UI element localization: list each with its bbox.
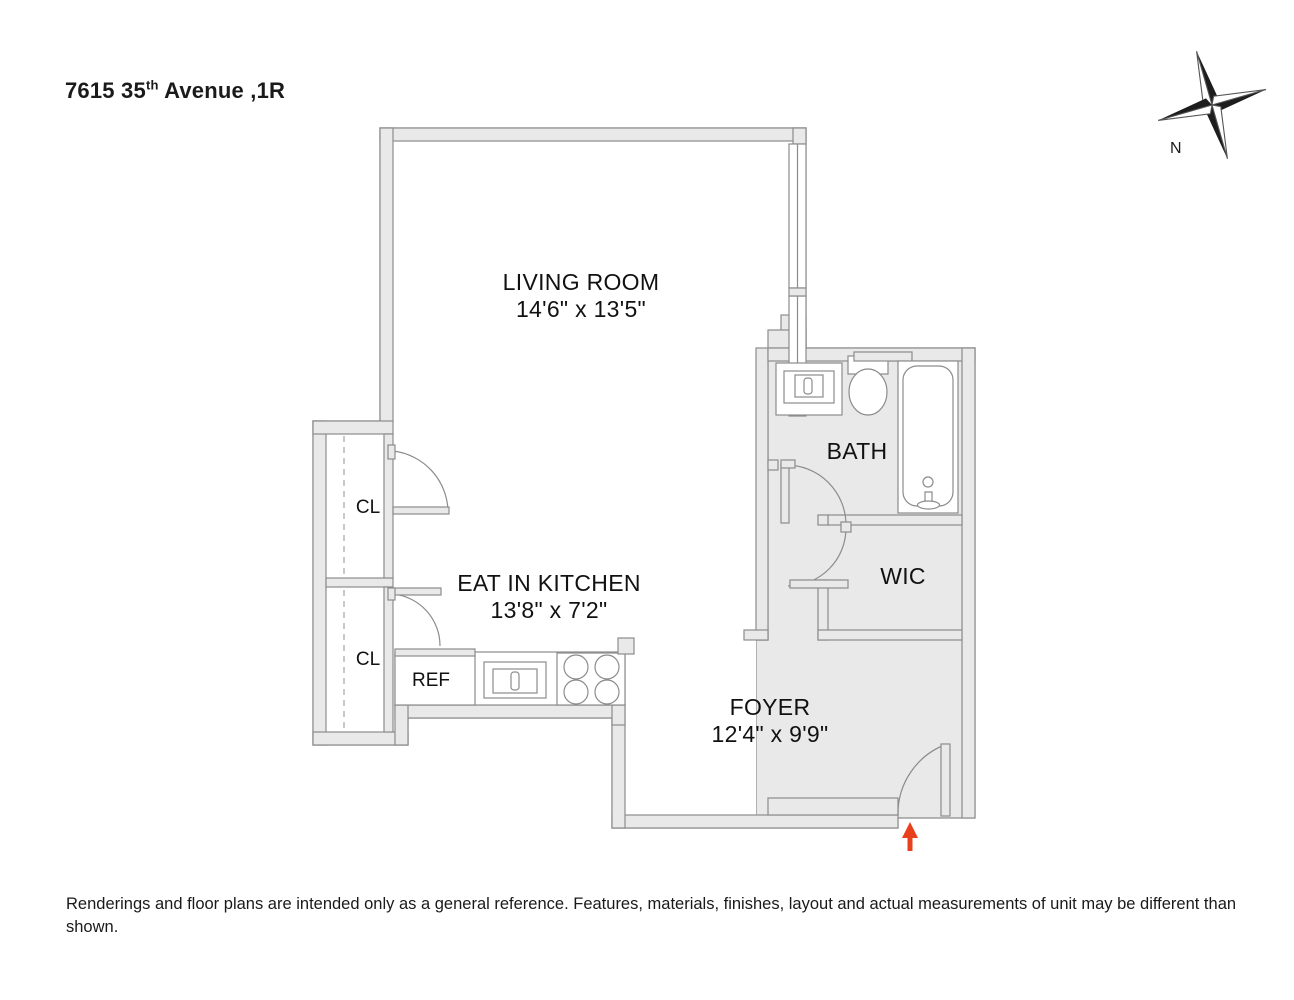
label-closet-lower: CL	[356, 649, 380, 670]
door-bath	[780, 459, 847, 526]
door-group	[387, 444, 951, 817]
disclaimer-text: Renderings and floor plans are intended …	[66, 895, 1237, 936]
dim-eat-in-kitchen: 13'8" x 7'2"	[491, 597, 608, 623]
kitchen-fixtures	[394, 637, 635, 706]
bath-fixtures	[775, 351, 959, 514]
wall-outlines	[312, 127, 976, 829]
vanity-sink-icon	[775, 362, 843, 416]
toilet-icon	[847, 351, 913, 416]
room-labels: LIVING ROOM 14'6" x 13'5" EAT IN KITCHEN…	[356, 269, 926, 747]
label-closet-upper: CL	[356, 497, 380, 518]
label-wic: WIC	[880, 563, 926, 589]
door-wic	[787, 521, 852, 589]
wall-structure	[312, 127, 976, 829]
page-title: 7615 35th Avenue ,1R	[65, 78, 285, 104]
label-foyer: FOYER	[730, 694, 811, 720]
bathtub-icon	[897, 360, 959, 514]
title-address-ordinal: th	[145, 77, 159, 93]
refrigerator-icon	[394, 654, 476, 706]
title-address-main: 7615 35	[65, 78, 146, 103]
stove-cooktop-icon	[556, 652, 626, 706]
entry-arrow	[902, 822, 918, 851]
compass-star-icon	[1152, 45, 1272, 165]
kitchen-sink-icon	[483, 661, 547, 699]
door-entry	[897, 743, 951, 817]
title-address-rest: Avenue ,1R	[158, 78, 286, 103]
window-upper	[788, 143, 807, 289]
compass-north-label: N	[1170, 140, 1183, 157]
dim-living-room: 14'6" x 13'5"	[516, 296, 646, 322]
label-bath: BATH	[827, 438, 888, 464]
dim-foyer: 12'4" x 9'9"	[712, 721, 829, 747]
label-living-room: LIVING ROOM	[503, 269, 660, 295]
label-eat-in-kitchen: EAT IN KITCHEN	[457, 570, 641, 596]
door-closet-lower	[387, 587, 442, 647]
door-closet-upper	[387, 444, 450, 515]
label-refrigerator: REF	[412, 670, 450, 691]
